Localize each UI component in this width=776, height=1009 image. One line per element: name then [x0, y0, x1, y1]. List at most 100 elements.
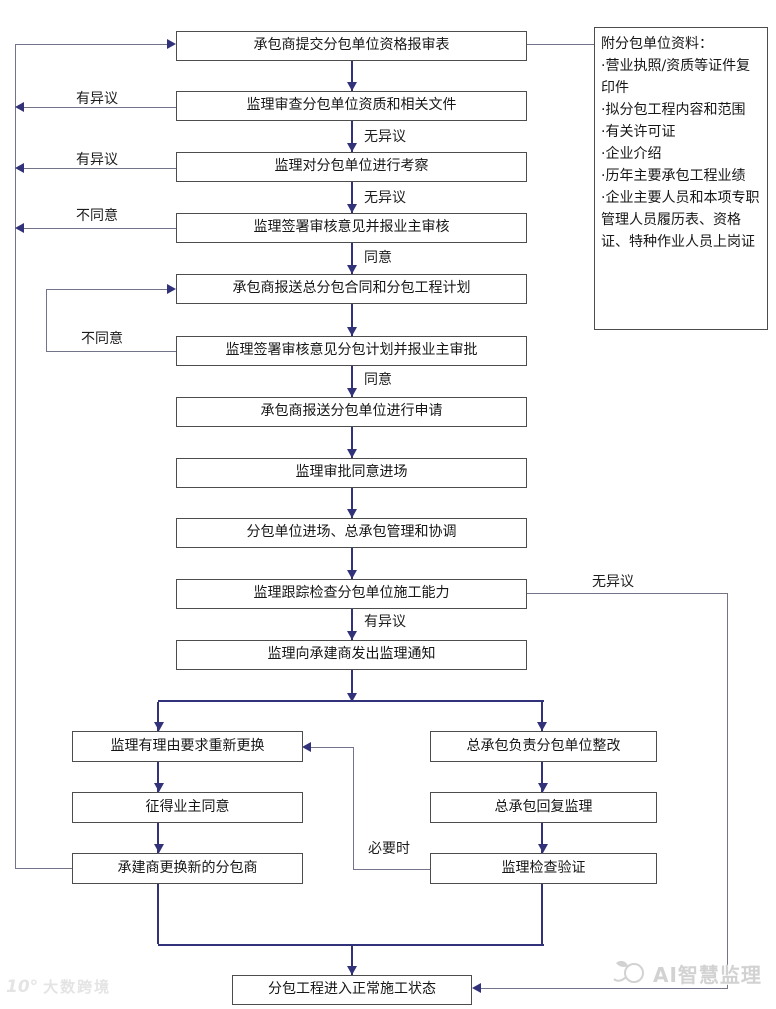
connector-main-9-10 — [351, 548, 353, 579]
connector-necessary-bottom — [353, 869, 430, 870]
arrow-down-icon — [538, 844, 548, 853]
connector-main-3-4 — [351, 182, 353, 213]
arrow-down-icon — [347, 693, 357, 702]
edge-label-objection: 有异议 — [76, 152, 118, 168]
flow-box-supervisor-verify: 监理检查验证 — [430, 853, 657, 884]
arrow-down-icon — [347, 82, 357, 91]
edge-label-no-objection: 无异议 — [364, 129, 406, 145]
dove-logo-icon — [612, 957, 648, 990]
flow-box-obtain-owner-consent: 征得业主同意 — [72, 792, 303, 823]
connector-main-1-2 — [351, 61, 353, 91]
flow-box-sign-opinion-plan-owner-approval: 监理签署审核意见分包计划并报业主审批 — [176, 336, 527, 366]
flow-box-gc-reply-supervisor: 总承包回复监理 — [430, 792, 657, 823]
edge-label-agree: 同意 — [364, 372, 392, 388]
arrow-down-icon — [154, 844, 164, 853]
flow-box-normal-construction-state: 分包工程进入正常施工状态 — [232, 975, 472, 1005]
note-item: ·拟分包工程内容和范围 — [601, 102, 746, 118]
arrow-right-icon — [167, 284, 176, 294]
flow-box-require-replacement: 监理有理由要求重新更换 — [72, 731, 303, 762]
connector-main-6-7 — [351, 366, 353, 397]
note-item: ·企业介绍 — [601, 146, 662, 162]
connector-box6-loop-bottom — [46, 351, 176, 352]
connector-box14-to-bus — [15, 868, 72, 869]
edge-label-no-objection: 无异议 — [592, 574, 634, 590]
connector-box6-loop-vertical — [46, 289, 47, 352]
connector-split-right-drop — [541, 702, 543, 731]
arrow-down-icon — [347, 204, 357, 213]
note-item: ·营业执照/资质等证件复印件 — [601, 58, 751, 96]
connector-right-17-merge — [541, 884, 543, 944]
arrow-down-icon — [347, 966, 357, 975]
connector-box4-to-bus — [24, 228, 176, 229]
connector-bus-to-box1 — [15, 44, 168, 45]
arrow-down-icon — [347, 631, 357, 640]
arrow-left-icon — [472, 983, 481, 993]
flow-box-submit-contract-and-plan: 承包商报送总分包合同和分包工程计划 — [176, 274, 527, 304]
arrow-down-icon — [154, 722, 164, 731]
flow-box-review-qualification-documents: 监理审查分包单位资质和相关文件 — [176, 91, 527, 121]
note-item: ·企业主要人员和本项专职管理人员履历表、资格证、特种作业人员上岗证 — [601, 190, 760, 250]
connector-right-16-17 — [541, 823, 543, 853]
arrow-left-icon — [302, 742, 311, 752]
flow-box-inspect-subcontractor: 监理对分包单位进行考察 — [176, 152, 527, 182]
connector-split-left-drop — [157, 702, 159, 731]
edge-label-when-necessary: 必要时 — [368, 841, 410, 857]
note-item: ·有关许可证 — [601, 124, 676, 140]
arrow-down-icon — [537, 722, 547, 731]
connector-noobjection-top — [527, 593, 728, 594]
connector-main-7-8 — [351, 427, 353, 458]
arrow-down-icon — [347, 509, 357, 518]
connector-main-2-3 — [351, 121, 353, 152]
bottom-right-watermark-text: AI智慧监理 — [653, 963, 762, 987]
connector-noobjection-to-final — [481, 988, 728, 989]
connector-main-11-split — [351, 670, 353, 702]
connector-left-13-14 — [157, 823, 159, 853]
edge-label-disagree: 不同意 — [81, 331, 123, 347]
bottom-right-watermark: AI智慧监理 — [612, 957, 762, 990]
connector-box6-loop-to-box5 — [46, 289, 167, 290]
arrow-down-icon — [347, 265, 357, 274]
arrow-down-icon — [154, 783, 164, 792]
flow-box-entry-management-coordination: 分包单位进场、总承包管理和协调 — [176, 518, 527, 548]
attachment-note-box: 附分包单位资料： ·营业执照/资质等证件复印件 ·拟分包工程内容和范围 ·有关许… — [594, 27, 768, 330]
connector-merge-final — [351, 944, 353, 975]
note-item: ·历年主要承包工程业绩 — [601, 168, 746, 184]
connector-main-10-11 — [351, 609, 353, 640]
bottom-left-watermark: 10° 大数跨境 — [6, 976, 111, 997]
flow-box-approve-site-entry: 监理审批同意进场 — [176, 458, 527, 488]
connector-necessary-vertical — [353, 747, 354, 870]
arrow-left-icon — [15, 163, 24, 173]
dashukuajing-logo-icon: 10° — [6, 976, 39, 997]
connector-necessary-to-box12 — [311, 747, 354, 748]
connector-box1-to-note — [527, 44, 594, 45]
flow-box-submit-subcontractor-application: 承包商报送分包单位进行申请 — [176, 397, 527, 427]
connector-main-8-9 — [351, 488, 353, 518]
connector-main-4-5 — [351, 243, 353, 274]
arrow-down-icon — [347, 143, 357, 152]
edge-label-agree: 同意 — [364, 250, 392, 266]
flow-box-sign-opinion-owner-review: 监理签署审核意见并报业主审核 — [176, 213, 527, 243]
connector-left-bus-vertical — [15, 44, 16, 869]
arrow-down-icon — [347, 449, 357, 458]
arrow-left-icon — [15, 223, 24, 233]
flow-box-gc-rectification: 总承包负责分包单位整改 — [430, 731, 657, 762]
arrow-left-icon — [15, 102, 24, 112]
arrow-down-icon — [347, 388, 357, 397]
edge-label-disagree: 不同意 — [76, 208, 118, 224]
flow-box-replace-subcontractor: 承建商更换新的分包商 — [72, 853, 303, 884]
edge-label-no-objection: 无异议 — [364, 190, 406, 206]
arrow-right-icon — [167, 39, 176, 49]
connector-left-12-13 — [157, 762, 159, 792]
connector-noobjection-vertical — [727, 593, 728, 989]
arrow-down-icon — [347, 570, 357, 579]
connector-right-15-16 — [541, 762, 543, 792]
bottom-left-watermark-text: 大数跨境 — [43, 978, 112, 996]
connector-left-14-merge — [157, 884, 159, 944]
connector-box3-to-bus — [24, 168, 176, 169]
arrow-down-icon — [538, 783, 548, 792]
note-title: 附分包单位资料： — [601, 36, 713, 52]
flow-box-issue-supervision-notice: 监理向承建商发出监理通知 — [176, 640, 527, 670]
connector-main-5-6 — [351, 304, 353, 336]
flow-box-track-inspect-capability: 监理跟踪检查分包单位施工能力 — [176, 579, 527, 609]
